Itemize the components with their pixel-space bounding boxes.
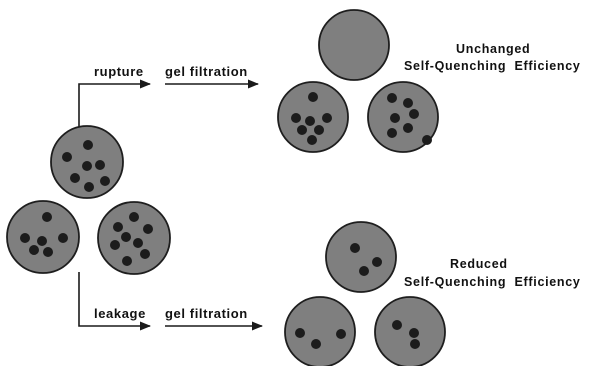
vesicle-leaked-bottom-right	[374, 296, 446, 366]
rupture-label: rupture	[94, 64, 144, 79]
initial-vesicle-cluster	[6, 125, 171, 275]
rupture-path: rupture gel filtration Unchanged Self-Qu…	[78, 42, 581, 130]
rupture-result-cluster	[277, 9, 439, 153]
leakage-path: leakage gel filtration Reduced Self-Quen…	[78, 257, 581, 331]
unchanged-label: Unchanged	[456, 42, 530, 56]
vesicle-initial-bottom-right	[97, 201, 171, 275]
leakage-gel-filtration-label: gel filtration	[165, 306, 248, 321]
reduced-efficiency-label: Self-Quenching Efficiency	[404, 275, 581, 289]
reduced-label: Reduced	[450, 257, 508, 271]
leakage-label: leakage	[94, 306, 146, 321]
vesicle-leaked-top	[325, 221, 397, 293]
vesicle-leaked-bottom-left	[284, 296, 356, 366]
vesicle-initial-top	[50, 125, 124, 199]
leakage-result-cluster	[284, 221, 446, 366]
unchanged-efficiency-label: Self-Quenching Efficiency	[404, 59, 581, 73]
leakage-arrow	[78, 272, 152, 331]
rupture-gel-filtration-label: gel filtration	[165, 64, 248, 79]
vesicle-rupture-intact-left	[277, 81, 349, 153]
vesicle-initial-bottom-left	[6, 200, 80, 274]
rupture-arrow	[78, 79, 152, 130]
vesicle-ruptured-empty	[318, 9, 390, 81]
vesicle-rupture-intact-right	[367, 81, 439, 153]
